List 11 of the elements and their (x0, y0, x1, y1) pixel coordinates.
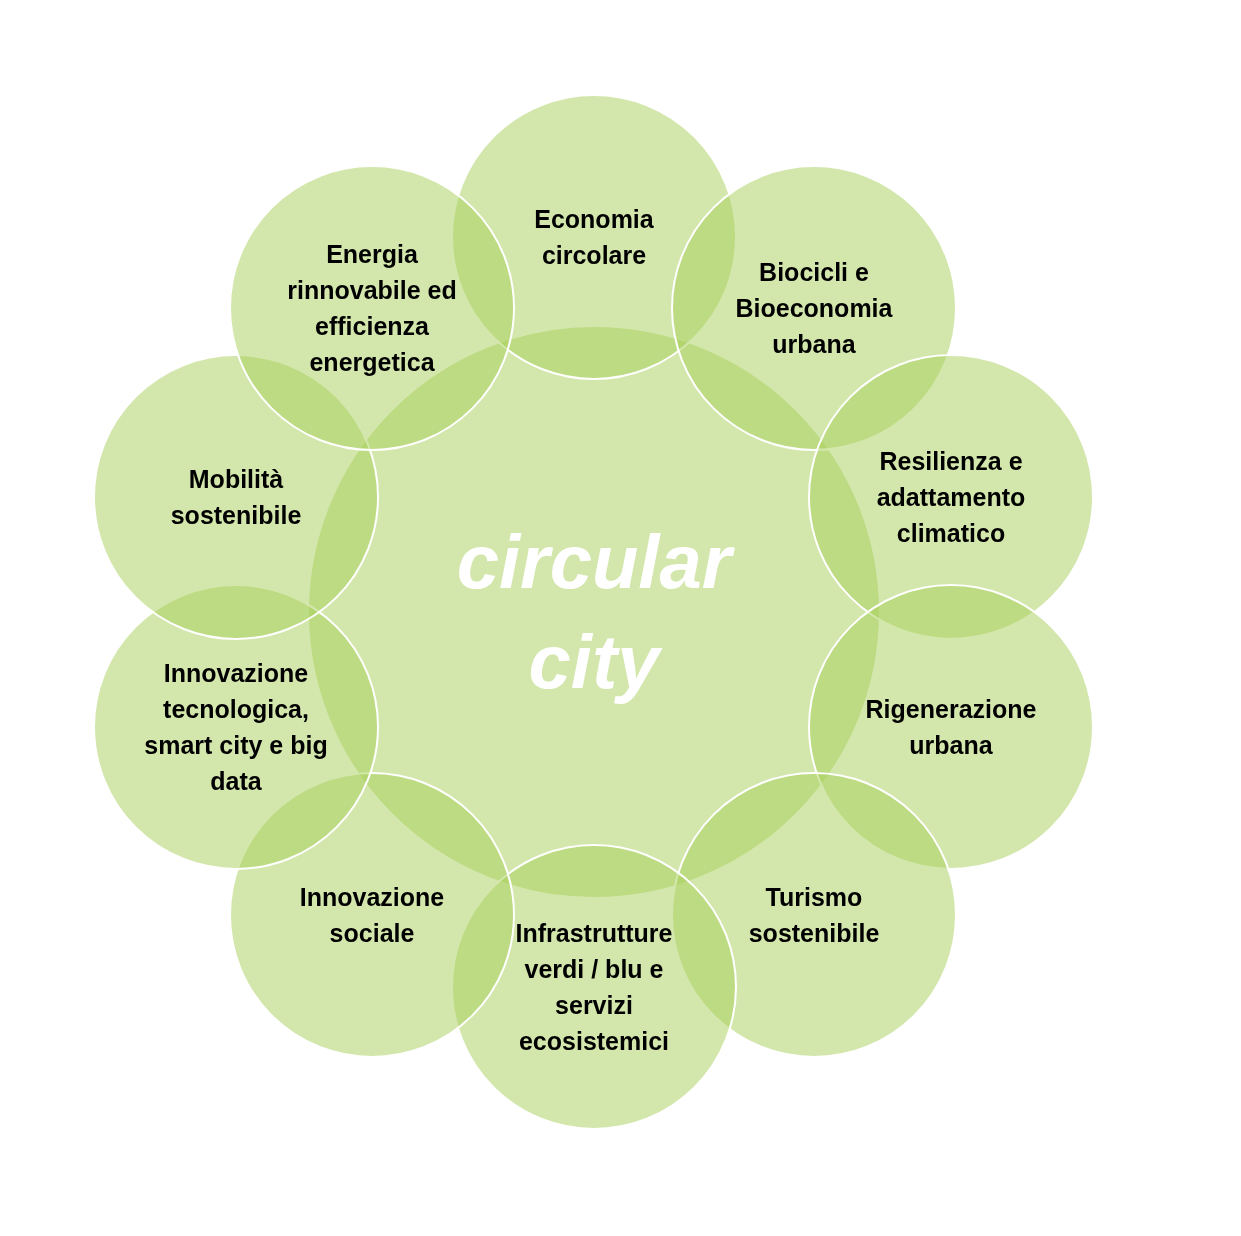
node-label: Energia rinnovabile ed efficienza energetica (286, 239, 458, 378)
node-label: Turismo sostenibile (747, 882, 881, 949)
node-label: Biocicli e Bioeconomia urbana (734, 257, 894, 360)
node-label: Rigenerazione urbana (864, 694, 1038, 761)
node-label: Economia circolare (533, 204, 655, 271)
node-label: Innovazione tecnologica, smart city e big data (143, 658, 329, 797)
node-label: Infrastrutture verdi / blu e servizi ecosistemici (514, 918, 674, 1057)
node-label: Innovazione sociale (298, 882, 446, 949)
node-label: Resilienza e adattamento climatico (875, 446, 1027, 549)
center-title: circular city (434, 512, 754, 712)
node-label: Mobilità sostenibile (169, 464, 303, 531)
